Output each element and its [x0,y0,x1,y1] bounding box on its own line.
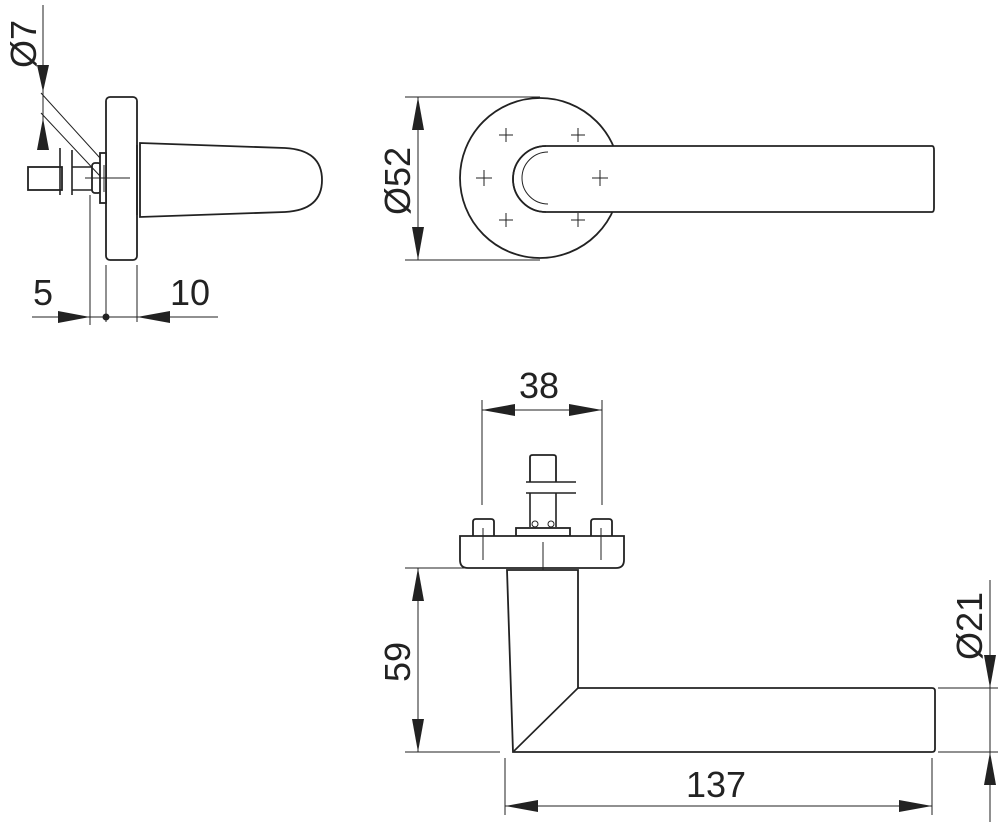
lever-front [512,145,935,213]
front-view: Ø52 [377,96,935,261]
dim-lever-diameter: Ø21 [949,592,990,660]
knob-side [139,142,323,218]
dim-spindle-offset: 5 [33,272,53,313]
dim-rosette-thickness: 10 [170,272,210,313]
spindle [27,166,63,191]
lever-top [506,569,936,753]
top-view: 38 59 137 Ø21 [377,365,998,822]
dim-rosette-diameter: Ø52 [377,147,418,215]
rosette-top [459,535,625,569]
dim-lever-height: 59 [377,642,418,682]
dim-spindle-diameter: Ø7 [3,20,44,68]
dim-lever-length: 137 [686,764,746,805]
screw-marks [476,128,608,227]
side-view: Ø7 5 10 [3,5,323,325]
dim-fixing-spacing: 38 [519,365,559,406]
